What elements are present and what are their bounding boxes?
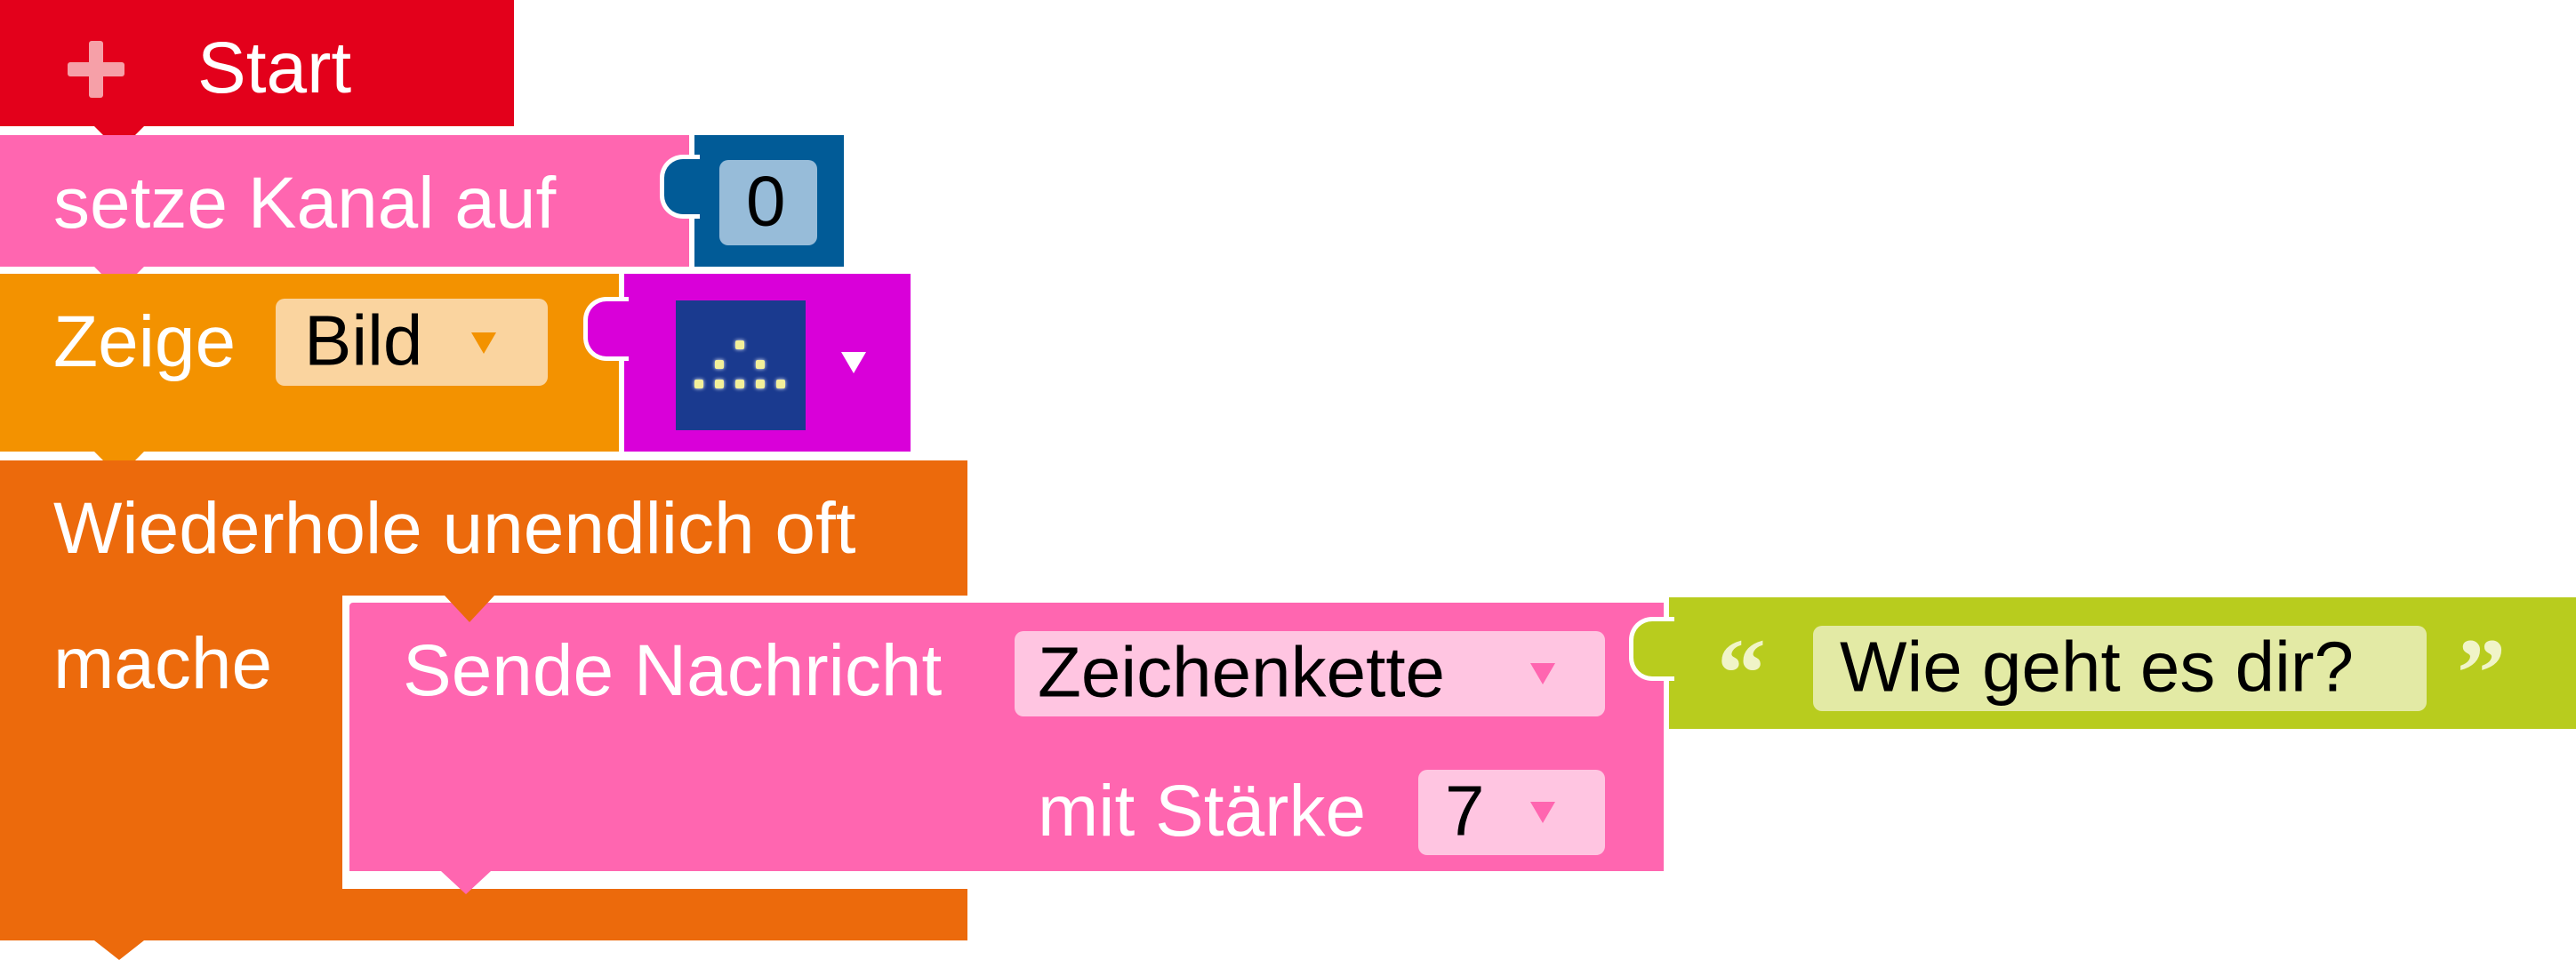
set-channel-block[interactable]: setze Kanal auf — [0, 135, 689, 267]
close-quote-icon: ” — [2457, 619, 2506, 727]
channel-socket-connector — [660, 155, 700, 219]
repeat-notch — [94, 940, 144, 960]
show-type-dropdown[interactable]: Bild — [276, 299, 548, 386]
repeat-block-arm: mache — [0, 596, 342, 889]
message-text-field[interactable]: Wie geht es dir? — [1813, 626, 2427, 711]
start-block[interactable]: Start — [0, 0, 514, 126]
set-channel-label: setze Kanal auf — [53, 163, 557, 244]
show-label: Zeige — [53, 301, 237, 382]
send-message-label: Sende Nachricht — [403, 630, 943, 711]
send-type-dropdown[interactable]: Zeichenkette — [1015, 631, 1605, 716]
send-strength-dropdown[interactable]: 7 — [1418, 770, 1605, 855]
send-message-top-notch — [445, 596, 494, 622]
send-message-block[interactable]: Sende Nachricht Zeichenkette mit Stärke … — [342, 596, 1664, 871]
led-pattern-icon[interactable] — [676, 300, 806, 430]
chevron-down-icon — [1530, 663, 1555, 684]
repeat-do-label: mache — [53, 623, 273, 704]
open-quote-icon: “ — [1717, 619, 1766, 727]
text-value-block[interactable]: “ Wie geht es dir? ” — [1669, 597, 2576, 729]
repeat-block-bottom — [0, 889, 967, 940]
chevron-down-icon — [1530, 802, 1555, 823]
channel-number-field[interactable]: 0 — [719, 160, 817, 245]
plus-icon[interactable] — [68, 41, 124, 98]
channel-number-block[interactable]: 0 — [694, 135, 844, 267]
chevron-down-icon[interactable] — [841, 352, 866, 373]
send-strength-label: mit Stärke — [1038, 771, 1367, 852]
image-socket-connector — [583, 297, 629, 361]
start-label: Start — [197, 28, 352, 108]
send-message-notch — [441, 871, 491, 894]
repeat-label: Wiederhole unendlich oft — [53, 488, 856, 569]
chevron-down-icon — [471, 332, 496, 354]
repeat-block-top[interactable]: Wiederhole unendlich oft — [0, 460, 967, 596]
text-socket-connector — [1629, 617, 1674, 681]
image-block[interactable] — [624, 274, 911, 452]
show-block[interactable]: Zeige Bild — [0, 274, 619, 452]
